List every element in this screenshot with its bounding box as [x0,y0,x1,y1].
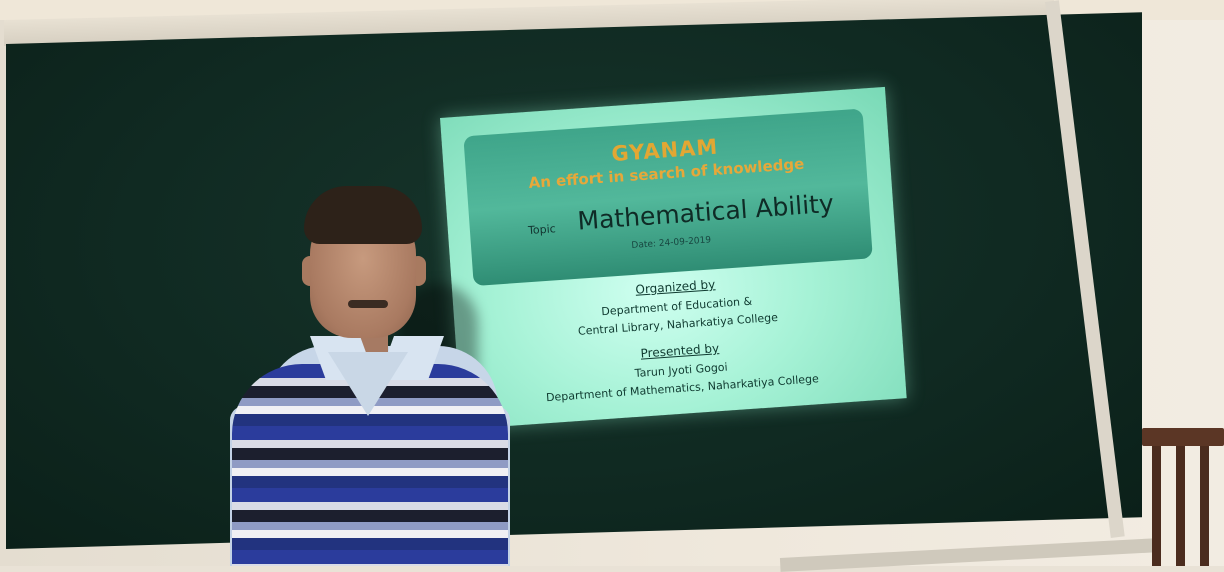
chair-slat [1176,446,1185,566]
slide-banner: GYANAM An effort in search of knowledge … [463,108,873,287]
chair-slat [1200,446,1209,566]
chair [1142,428,1224,566]
chair-back [1142,428,1224,446]
presenter-person [226,186,516,566]
hair [304,186,422,244]
mustache [348,300,388,308]
slide-topic-label: Topic [527,222,557,238]
chair-slat [1152,446,1161,566]
